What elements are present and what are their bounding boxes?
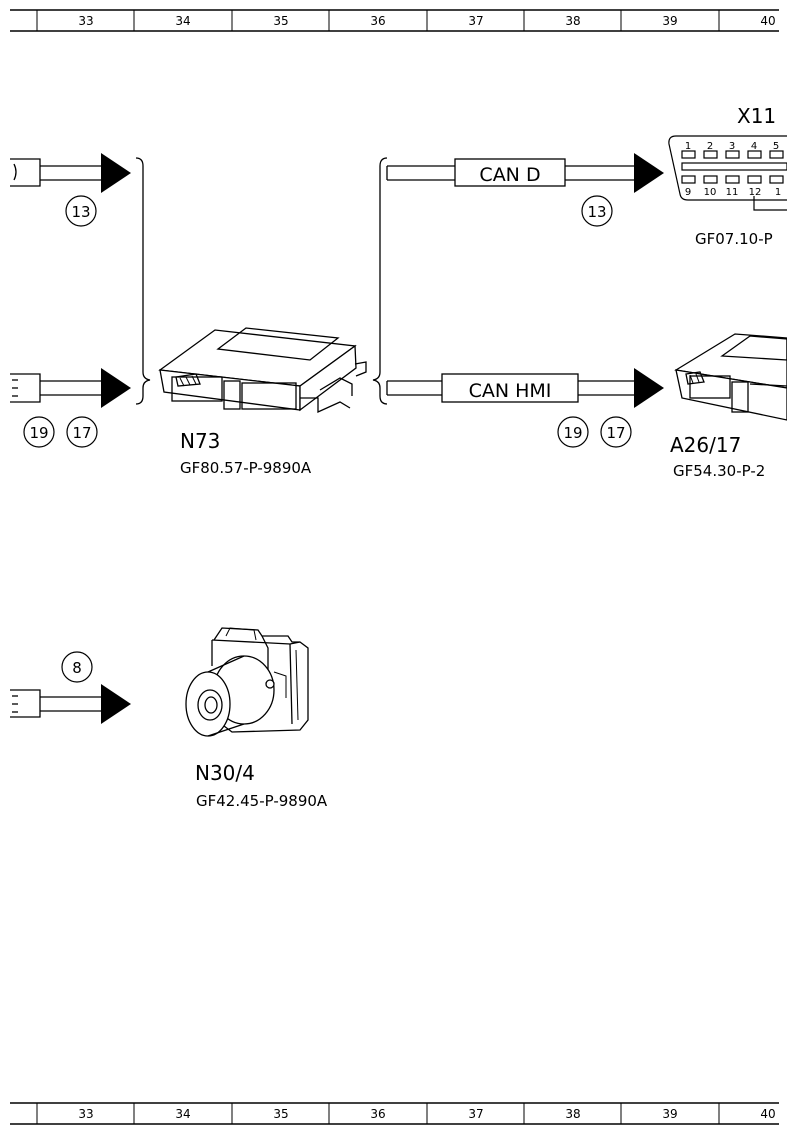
svg-text:13: 13 — [71, 203, 90, 221]
svg-text:17: 17 — [72, 424, 91, 442]
x11-label: X11 — [737, 104, 776, 128]
ref-circle-8: 8 — [61, 651, 93, 683]
n30-4-label: N30/4 — [195, 761, 255, 785]
can-d-bus-line — [386, 153, 664, 193]
ruler-col-33: 33 — [78, 1107, 93, 1121]
ruler-col-35: 35 — [273, 1107, 288, 1121]
ref-circle-17: 17 — [66, 416, 98, 448]
ref-circle-19: 19 — [557, 416, 589, 448]
x11-pin-13: 1 — [775, 187, 781, 198]
ruler-col-37: 37 — [468, 1107, 483, 1121]
x11-pin-3: 3 — [729, 141, 735, 152]
can-hmi-label: CAN HMI — [469, 380, 552, 402]
bus-arrow-mid-left — [10, 368, 131, 408]
x11-pin-11: 11 — [726, 187, 739, 198]
ruler-col-40: 40 — [760, 1107, 775, 1121]
can-hmi-bus-line — [386, 368, 664, 408]
ref-circle-13: 13 — [65, 195, 97, 227]
a26-17-ref: GF54.30-P-2 — [673, 462, 765, 480]
x11-connector-image — [668, 135, 787, 211]
ruler-col-38: 38 — [565, 14, 580, 28]
svg-text:17: 17 — [606, 424, 625, 442]
svg-text:8: 8 — [72, 659, 82, 677]
svg-text:13: 13 — [587, 203, 606, 221]
svg-text:19: 19 — [563, 424, 582, 442]
n30-4-unit-image — [185, 627, 309, 737]
n30-4-ref: GF42.45-P-9890A — [196, 792, 328, 810]
top-ruler: 33 34 35 36 37 38 39 40 — [10, 9, 779, 32]
ruler-col-37: 37 — [468, 14, 483, 28]
x11-pin-9: 9 — [685, 187, 691, 198]
ref-circle-13: 13 — [581, 195, 613, 227]
ruler-col-34: 34 — [175, 14, 190, 28]
x11-pin-4: 4 — [751, 141, 757, 152]
x11-pin-10: 10 — [704, 187, 717, 198]
bus-arrow-bottom-left — [10, 684, 131, 724]
ruler-col-38: 38 — [565, 1107, 580, 1121]
n73-module-image — [158, 327, 367, 414]
ruler-col-36: 36 — [370, 1107, 385, 1121]
can-d-label: CAN D — [479, 164, 540, 186]
svg-text:19: 19 — [29, 424, 48, 442]
a26-17-module-image — [674, 333, 787, 421]
n73-label: N73 — [180, 429, 220, 453]
a26-17-label: A26/17 — [670, 433, 741, 457]
x11-pin-5: 5 — [773, 141, 779, 152]
bracket-right — [372, 157, 388, 405]
ruler-col-36: 36 — [370, 14, 385, 28]
ref-circle-19: 19 — [23, 416, 55, 448]
ruler-col-33: 33 — [78, 14, 93, 28]
n73-ref: GF80.57-P-9890A — [180, 459, 312, 477]
x11-pin-12: 12 — [749, 187, 762, 198]
x11-ref: GF07.10-P — [695, 230, 773, 248]
ruler-col-39: 39 — [662, 14, 677, 28]
ref-circle-17: 17 — [600, 416, 632, 448]
bus-arrow-top-left — [10, 153, 131, 193]
x11-pin-1: 1 — [685, 141, 691, 152]
ruler-col-40: 40 — [760, 14, 775, 28]
ruler-col-39: 39 — [662, 1107, 677, 1121]
x11-pin-2: 2 — [707, 141, 713, 152]
bottom-ruler: 33 34 35 36 37 38 39 40 — [10, 1102, 779, 1125]
bracket-left — [135, 157, 151, 405]
ruler-col-34: 34 — [175, 1107, 190, 1121]
ruler-col-35: 35 — [273, 14, 288, 28]
